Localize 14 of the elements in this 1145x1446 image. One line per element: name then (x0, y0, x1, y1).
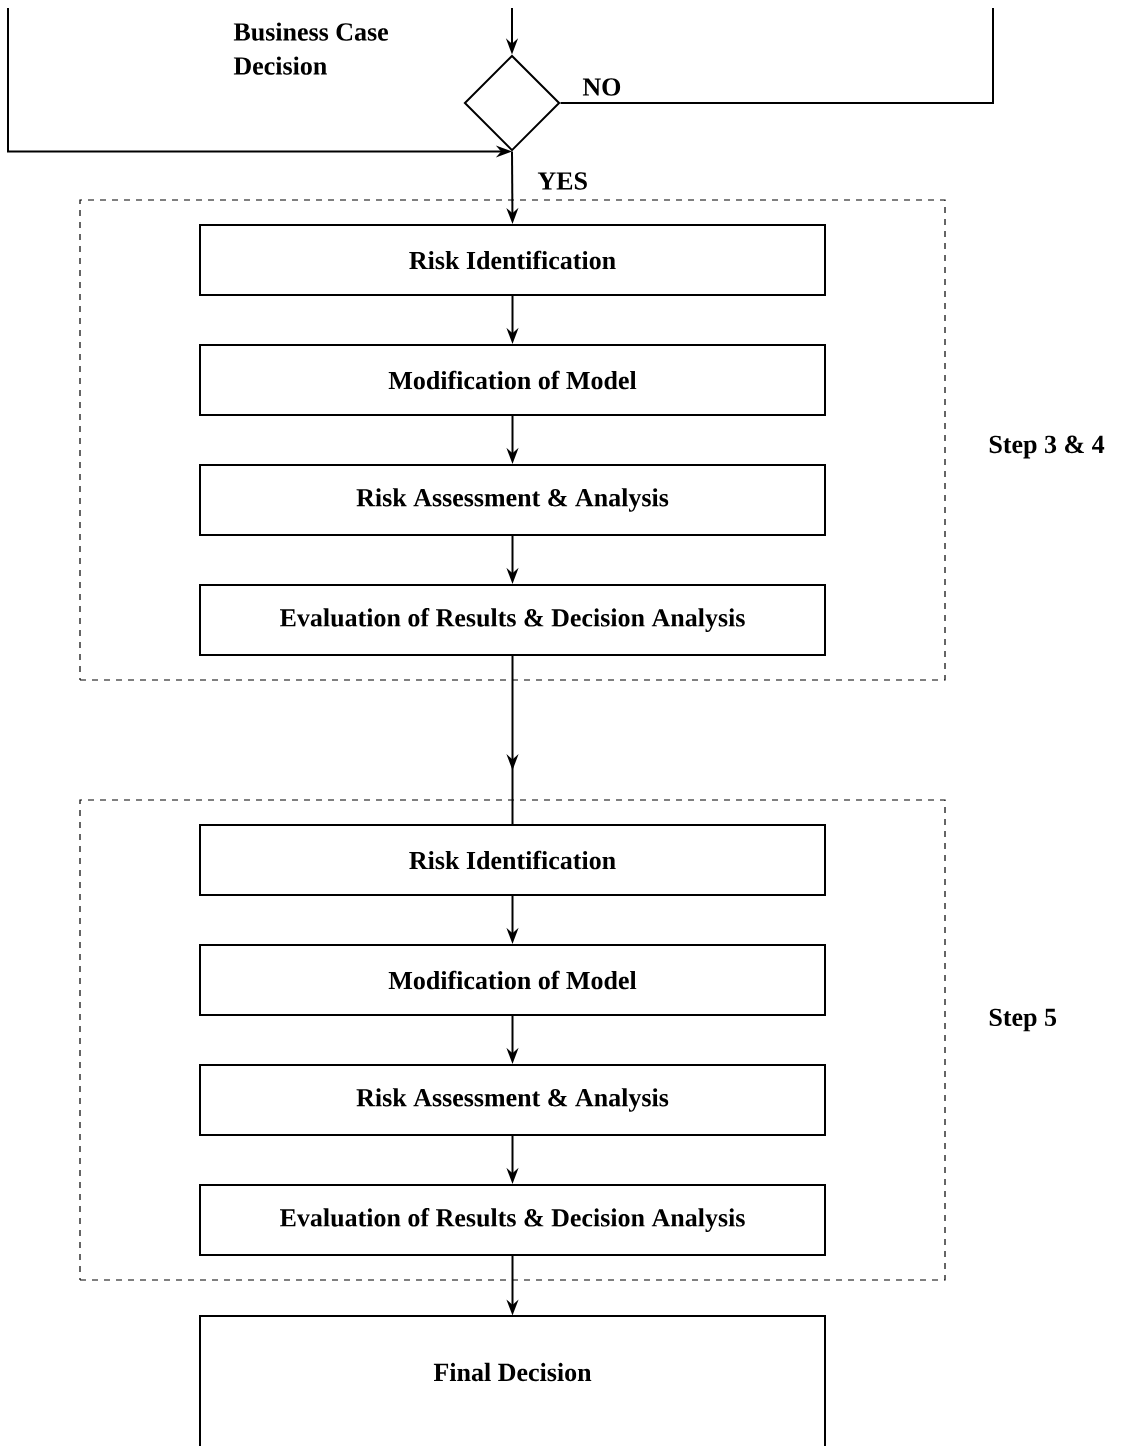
process-box: Risk Identification (199, 824, 826, 896)
process-box: Risk Identification (199, 224, 826, 296)
edge-label: YES (535, 170, 590, 192)
step-label: Step 5 (989, 1008, 1057, 1032)
process-box: Final Decision (199, 1315, 826, 1446)
step-label: Step 3 & 4 (989, 435, 1105, 459)
edge-label: NO (580, 76, 624, 98)
process-box: Risk Assessment & Analysis (199, 464, 826, 536)
decision-caption: Business Case Decision (233, 22, 388, 75)
process-box: Modification of Model (199, 944, 826, 1016)
process-box: Evaluation of Results & Decision Analysis (199, 584, 826, 656)
process-box: Modification of Model (199, 344, 826, 416)
process-box: Risk Assessment & Analysis (199, 1064, 826, 1136)
process-box: Evaluation of Results & Decision Analysis (199, 1184, 826, 1256)
